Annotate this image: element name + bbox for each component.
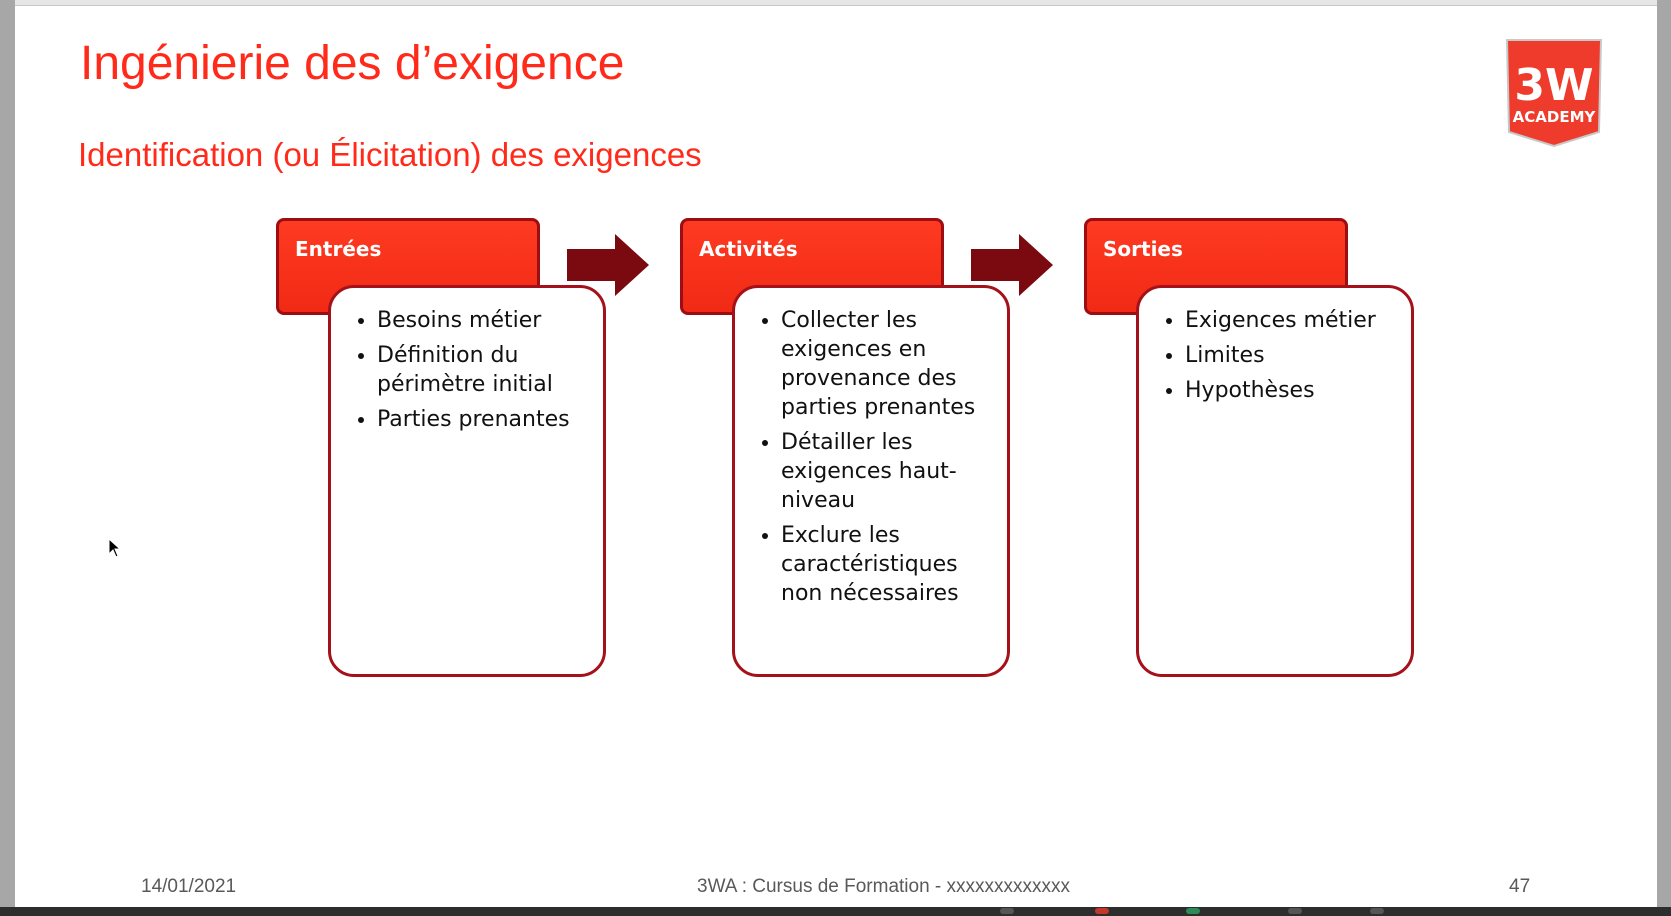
stage-item-list: Exigences métier Limites Hypothèses [1139,306,1403,411]
arrow-right-icon [971,234,1053,296]
stage-item-list: Collecter les exigences en provenance de… [735,306,999,614]
stage-sorties: Sorties Exigences métier Limites Hypothè… [1084,218,1416,680]
window-frame-left [0,0,15,916]
slide-number: 47 [1509,876,1531,897]
list-item: Exclure les caractéristiques non nécessa… [781,521,999,608]
taskbar-app-icon[interactable] [1095,908,1109,914]
stage-item-list: Besoins métier Définition du périmètre i… [331,306,595,440]
stage-entrees: Entrées Besoins métier Définition du pér… [276,218,608,680]
logo-sub-text: ACADEMY [1513,108,1597,126]
slide-title: Ingénierie des d’exigence [80,37,625,90]
footer-course-title: 3WA : Cursus de Formation - xxxxxxxxxxxx… [697,876,1071,897]
list-item: Hypothèses [1185,376,1403,405]
stage-label: Sorties [1103,237,1183,261]
mouse-cursor-icon [108,538,122,558]
list-item: Besoins métier [377,306,595,335]
list-item: Définition du périmètre initial [377,341,595,399]
stage-label: Activités [699,237,798,261]
list-item: Détailler les exigences haut-niveau [781,428,999,515]
stage-body: Collecter les exigences en provenance de… [732,285,1010,677]
stage-label: Entrées [295,237,382,261]
logo-main-text: 3W [1514,60,1593,111]
list-item: Collecter les exigences en provenance de… [781,306,999,422]
stage-body: Exigences métier Limites Hypothèses [1136,285,1414,677]
slide-subtitle: Identification (ou Élicitation) des exig… [78,136,702,173]
taskbar-app-icon[interactable] [1370,908,1384,914]
taskbar-app-icon[interactable] [1186,908,1200,914]
list-item: Limites [1185,341,1403,370]
stage-activites: Activités Collecter les exigences en pro… [680,218,1012,680]
window-frame-top [15,0,1657,6]
taskbar-app-icon[interactable] [1288,908,1302,914]
taskbar [0,907,1671,916]
academy-logo-icon: 3W ACADEMY [1505,39,1603,148]
window-frame-right [1657,0,1671,916]
footer-date: 14/01/2021 [141,876,237,897]
list-item: Exigences métier [1185,306,1403,335]
arrow-right-icon [567,234,649,296]
list-item: Parties prenantes [377,405,595,434]
stage-body: Besoins métier Définition du périmètre i… [328,285,606,677]
taskbar-app-icon[interactable] [1000,908,1014,914]
